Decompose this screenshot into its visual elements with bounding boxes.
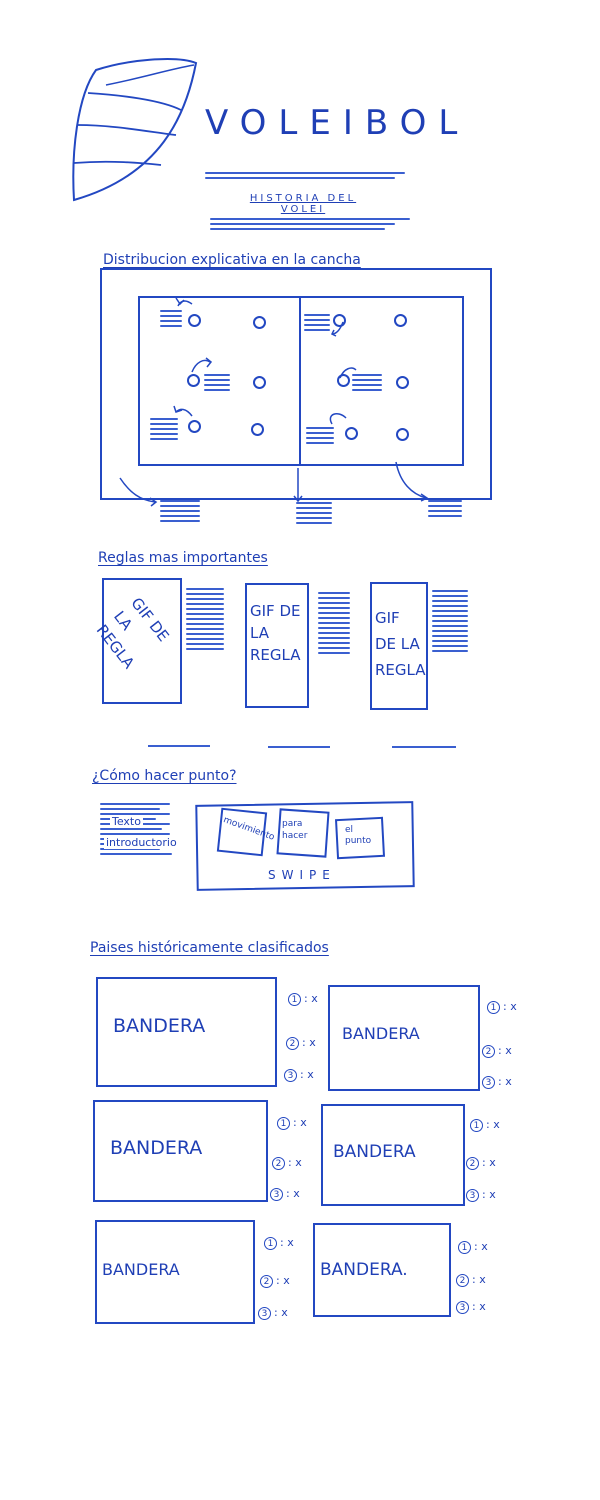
intro-text-lines (100, 803, 172, 858)
rule-gif-label: GIF DE LA REGLA (375, 609, 426, 679)
rules-section-heading: Reglas mas importantes (98, 550, 268, 566)
medal-silver: 2: x (286, 1036, 316, 1050)
medal-silver: 2: x (466, 1156, 496, 1170)
player-marker (396, 428, 409, 441)
header-decoration-lines (205, 172, 405, 182)
player-marker (253, 316, 266, 329)
rules-carousel-indicator[interactable] (268, 746, 330, 748)
medal-silver: 2: x (456, 1273, 486, 1287)
swipe-label: SWIPE (268, 868, 336, 882)
medal-bronze: 3: x (482, 1075, 512, 1089)
flag-card[interactable] (96, 977, 277, 1087)
rule-gif-card[interactable] (370, 582, 428, 710)
position-explanation-text (428, 500, 462, 520)
medal-gold: 1: x (288, 992, 318, 1006)
point-section-heading: ¿Cómo hacer punto? (92, 768, 237, 784)
court-inner (138, 296, 464, 466)
rule-gif-card[interactable] (245, 583, 309, 708)
rule-text (318, 592, 350, 657)
medal-gold: 1: x (487, 1000, 517, 1014)
medal-bronze: 3: x (466, 1188, 496, 1202)
rule-gif-card[interactable] (102, 578, 182, 704)
medal-silver: 2: x (482, 1044, 512, 1058)
medal-gold: 1: x (264, 1236, 294, 1250)
flag-card[interactable] (313, 1223, 451, 1317)
rotation-arrows-icon (119, 297, 429, 507)
player-marker (187, 374, 200, 387)
page-title: VOLEIBOL (205, 103, 470, 143)
position-text (150, 418, 178, 443)
rules-carousel-indicator[interactable] (148, 745, 210, 747)
flag-label: BANDERA (342, 1024, 420, 1043)
medal-gold: 1: x (470, 1118, 500, 1132)
player-marker (251, 423, 264, 436)
flag-card[interactable] (95, 1220, 255, 1324)
flag-label: BANDERA (102, 1260, 180, 1279)
position-text (160, 310, 182, 330)
flag-label: BANDERA (110, 1137, 203, 1159)
flag-label: BANDERA (333, 1142, 416, 1162)
medal-bronze: 3: x (258, 1306, 288, 1320)
medal-gold: 1: x (277, 1116, 307, 1130)
court-section-heading: Distribucion explicativa en la cancha (103, 252, 361, 268)
medal-bronze: 3: x (270, 1187, 300, 1201)
position-explanation-text (296, 502, 332, 527)
player-marker (253, 376, 266, 389)
player-marker (188, 314, 201, 327)
flag-card[interactable] (93, 1100, 268, 1202)
medal-gold: 1: x (458, 1240, 488, 1254)
history-link[interactable]: HISTORIA DEL VOLEI (249, 193, 357, 215)
position-text (304, 314, 330, 334)
medal-bronze: 3: x (456, 1300, 486, 1314)
slide-label: el punto (345, 825, 372, 846)
slide-label: para hacer (282, 819, 308, 841)
flag-card[interactable] (328, 985, 480, 1091)
medal-bronze: 3: x (284, 1068, 314, 1082)
player-marker (394, 314, 407, 327)
flag-label: BANDERA. (320, 1260, 408, 1280)
rule-text (432, 590, 468, 655)
header-decoration-lines-lower (210, 218, 410, 233)
flag-label: BANDERA (113, 1015, 206, 1037)
position-text (352, 374, 382, 394)
position-text (204, 374, 230, 394)
volleyball-logo-icon (72, 58, 198, 202)
medal-silver: 2: x (272, 1156, 302, 1170)
intro-text-line: Texto (110, 815, 143, 828)
player-marker (345, 427, 358, 440)
intro-text-line: introductorio (104, 836, 179, 849)
position-text (306, 427, 334, 447)
flag-card[interactable] (321, 1104, 465, 1206)
position-explanation-text (160, 500, 200, 525)
player-marker (396, 376, 409, 389)
medal-silver: 2: x (260, 1274, 290, 1288)
player-marker (188, 420, 201, 433)
rule-text (186, 588, 224, 653)
countries-section-heading: Paises históricamente clasificados (90, 940, 329, 956)
player-marker (337, 374, 350, 387)
rules-carousel-indicator[interactable] (392, 746, 456, 748)
rule-gif-label: GIF DE LA REGLA (250, 602, 301, 664)
player-marker (333, 314, 346, 327)
court-net (299, 296, 301, 466)
